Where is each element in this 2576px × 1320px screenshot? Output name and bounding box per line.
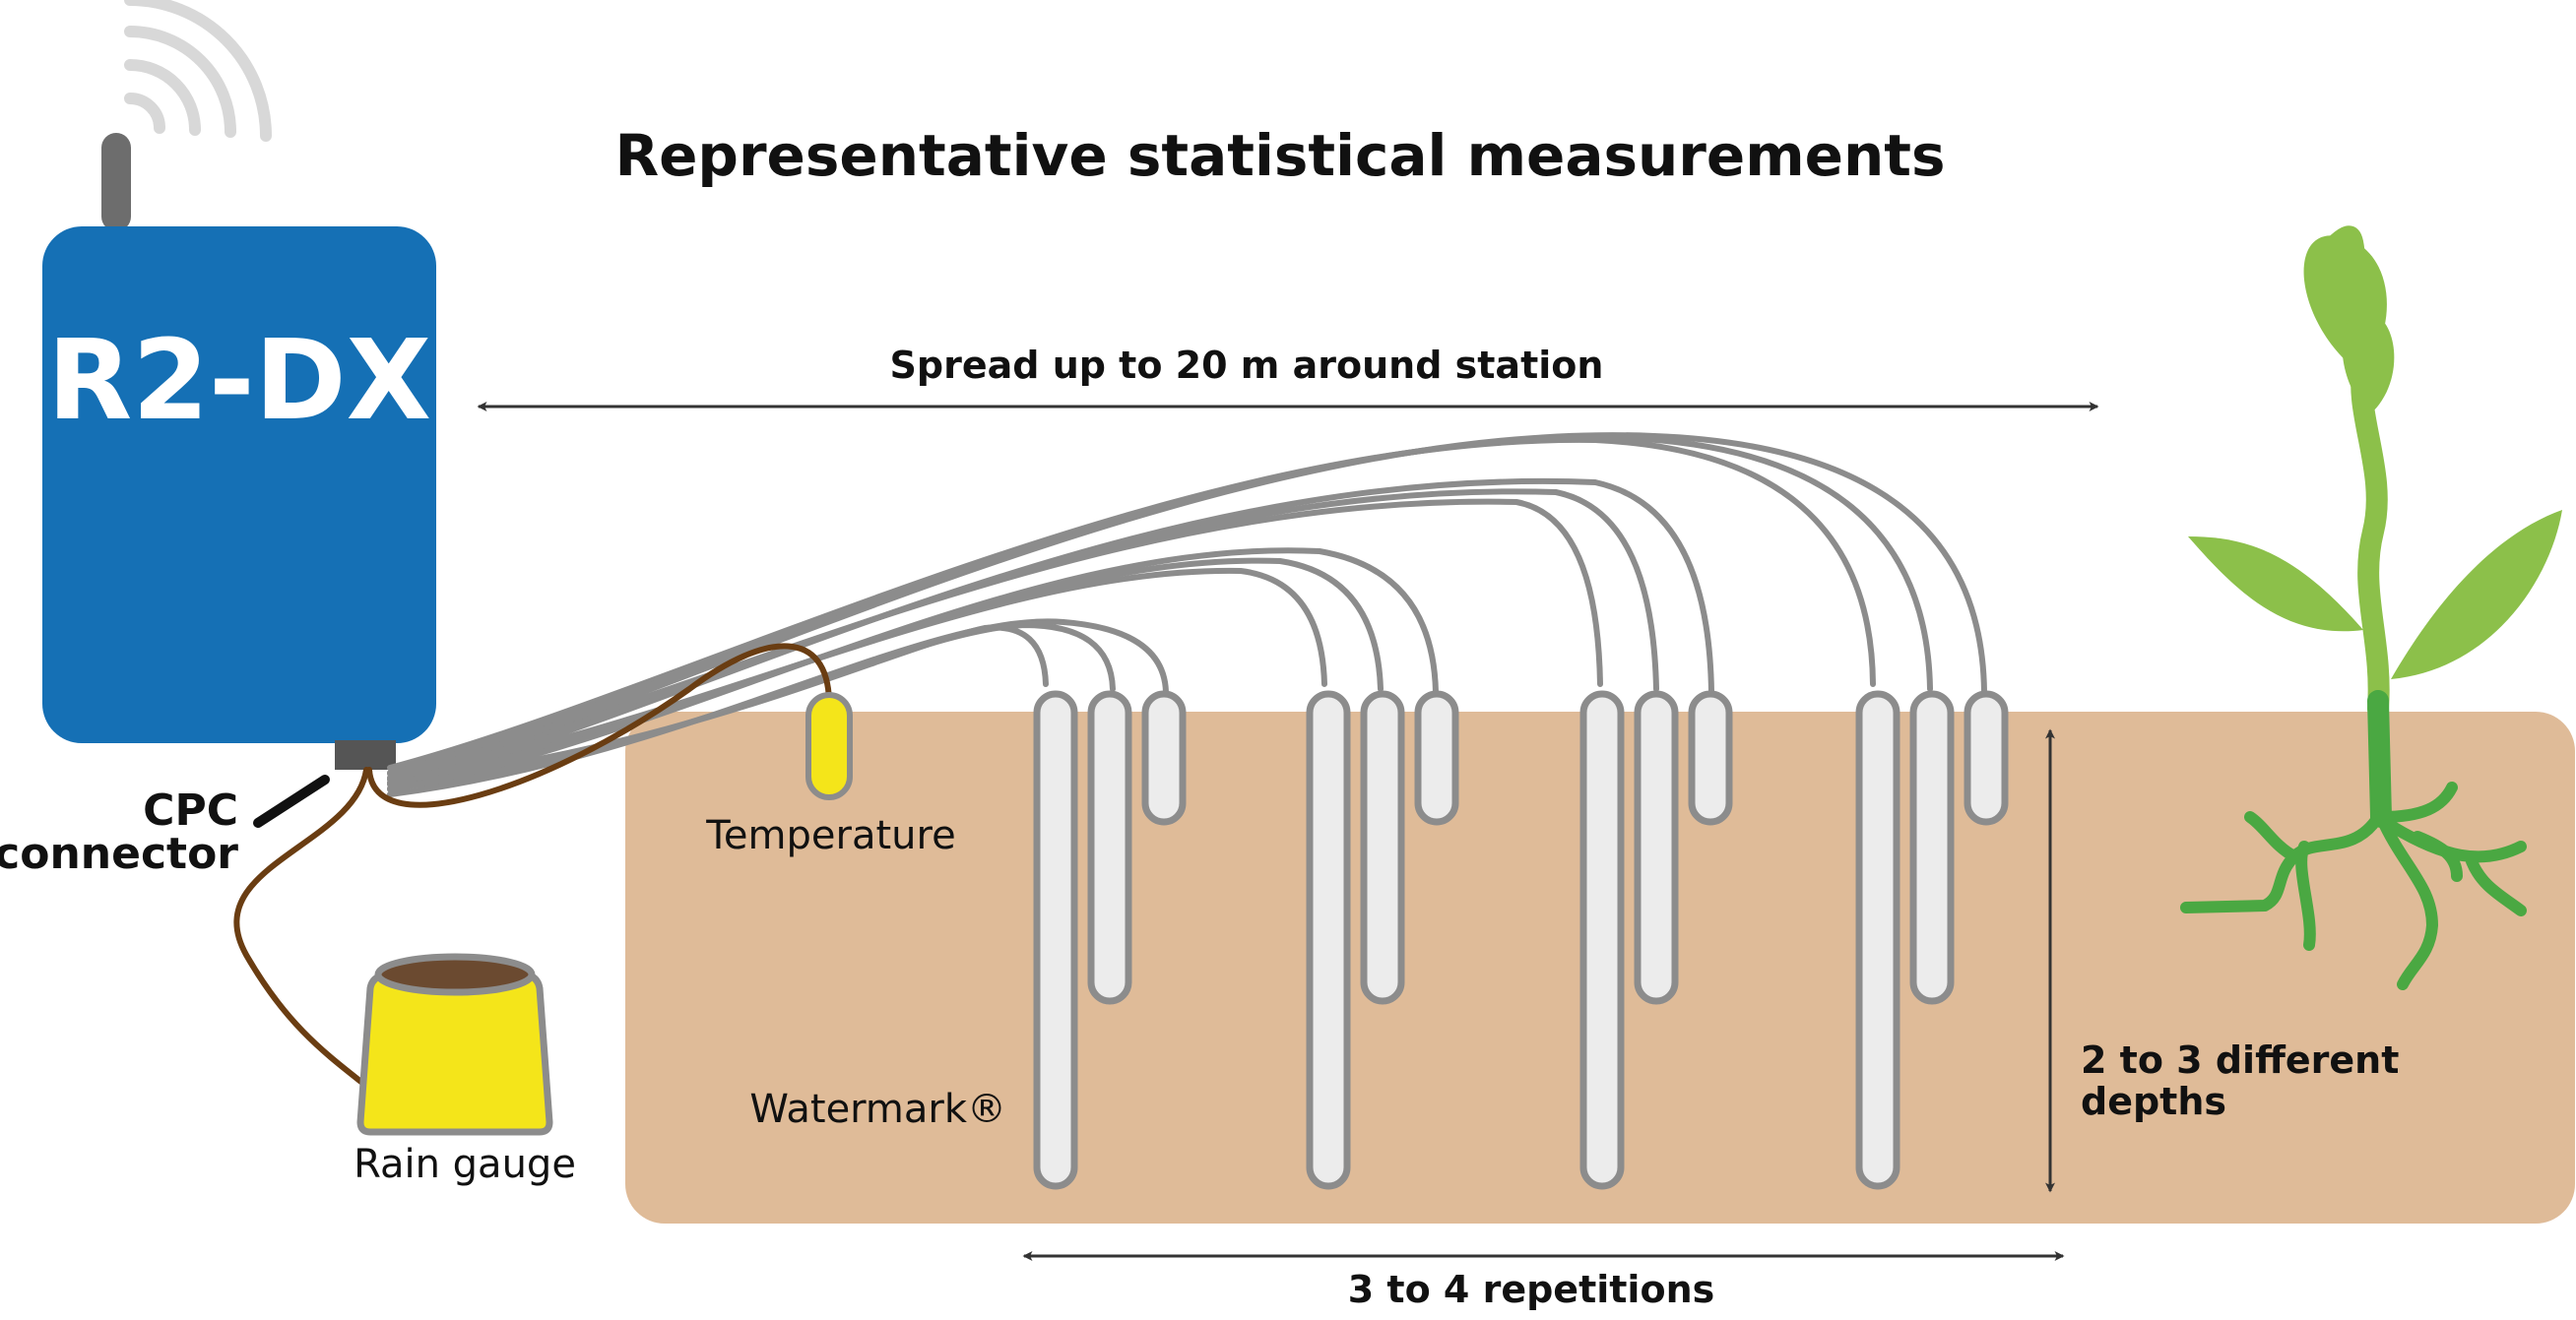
sensor-cable-bundle (387, 432, 1987, 797)
station-name: R2-DX (47, 317, 431, 445)
watermark-sensor-shallow (1414, 690, 1459, 826)
temperature-label: Temperature (705, 813, 955, 858)
watermark-sensor-shallow (1964, 690, 2009, 826)
watermark-sensor-medium (1909, 690, 1955, 1005)
cpc-connector-icon (335, 740, 396, 770)
diagram-title: Representative statistical measurements (614, 122, 1945, 189)
temperature-cable (366, 643, 832, 808)
temperature-sensor-icon (805, 692, 853, 800)
watermark-sensor-medium (1087, 690, 1132, 1005)
watermark-sensor-medium (1360, 690, 1405, 1005)
watermark-sensor-shallow (1141, 690, 1187, 826)
cpc-label-line2: connector (0, 829, 238, 879)
signal-waves-icon (124, 0, 272, 142)
station-box (42, 226, 436, 743)
plant-icon (2180, 225, 2562, 990)
watermark-sensors (1033, 690, 2009, 1190)
cpc-pointer-line (253, 775, 330, 828)
repetitions-label: 3 to 4 repetitions (1348, 1268, 1715, 1311)
rain-gauge-icon (356, 953, 553, 1136)
watermark-sensor-deep (1579, 690, 1625, 1190)
watermark-sensor-shallow (1688, 690, 1733, 826)
watermark-sensor-deep (1306, 690, 1351, 1190)
rain-gauge-cable (233, 767, 369, 1086)
cpc-label-line1: CPC (143, 786, 238, 836)
watermark-label: Watermark® (749, 1087, 1006, 1132)
watermark-sensor-deep (1855, 690, 1900, 1190)
depths-label-line2: depths (2081, 1080, 2226, 1123)
rain-gauge-label: Rain gauge (354, 1142, 576, 1187)
watermark-sensor-deep (1033, 690, 1078, 1190)
antenna-icon (101, 133, 131, 231)
depths-label-line1: 2 to 3 different (2081, 1038, 2399, 1082)
watermark-sensor-medium (1634, 690, 1679, 1005)
spread-label: Spread up to 20 m around station (890, 344, 1604, 387)
